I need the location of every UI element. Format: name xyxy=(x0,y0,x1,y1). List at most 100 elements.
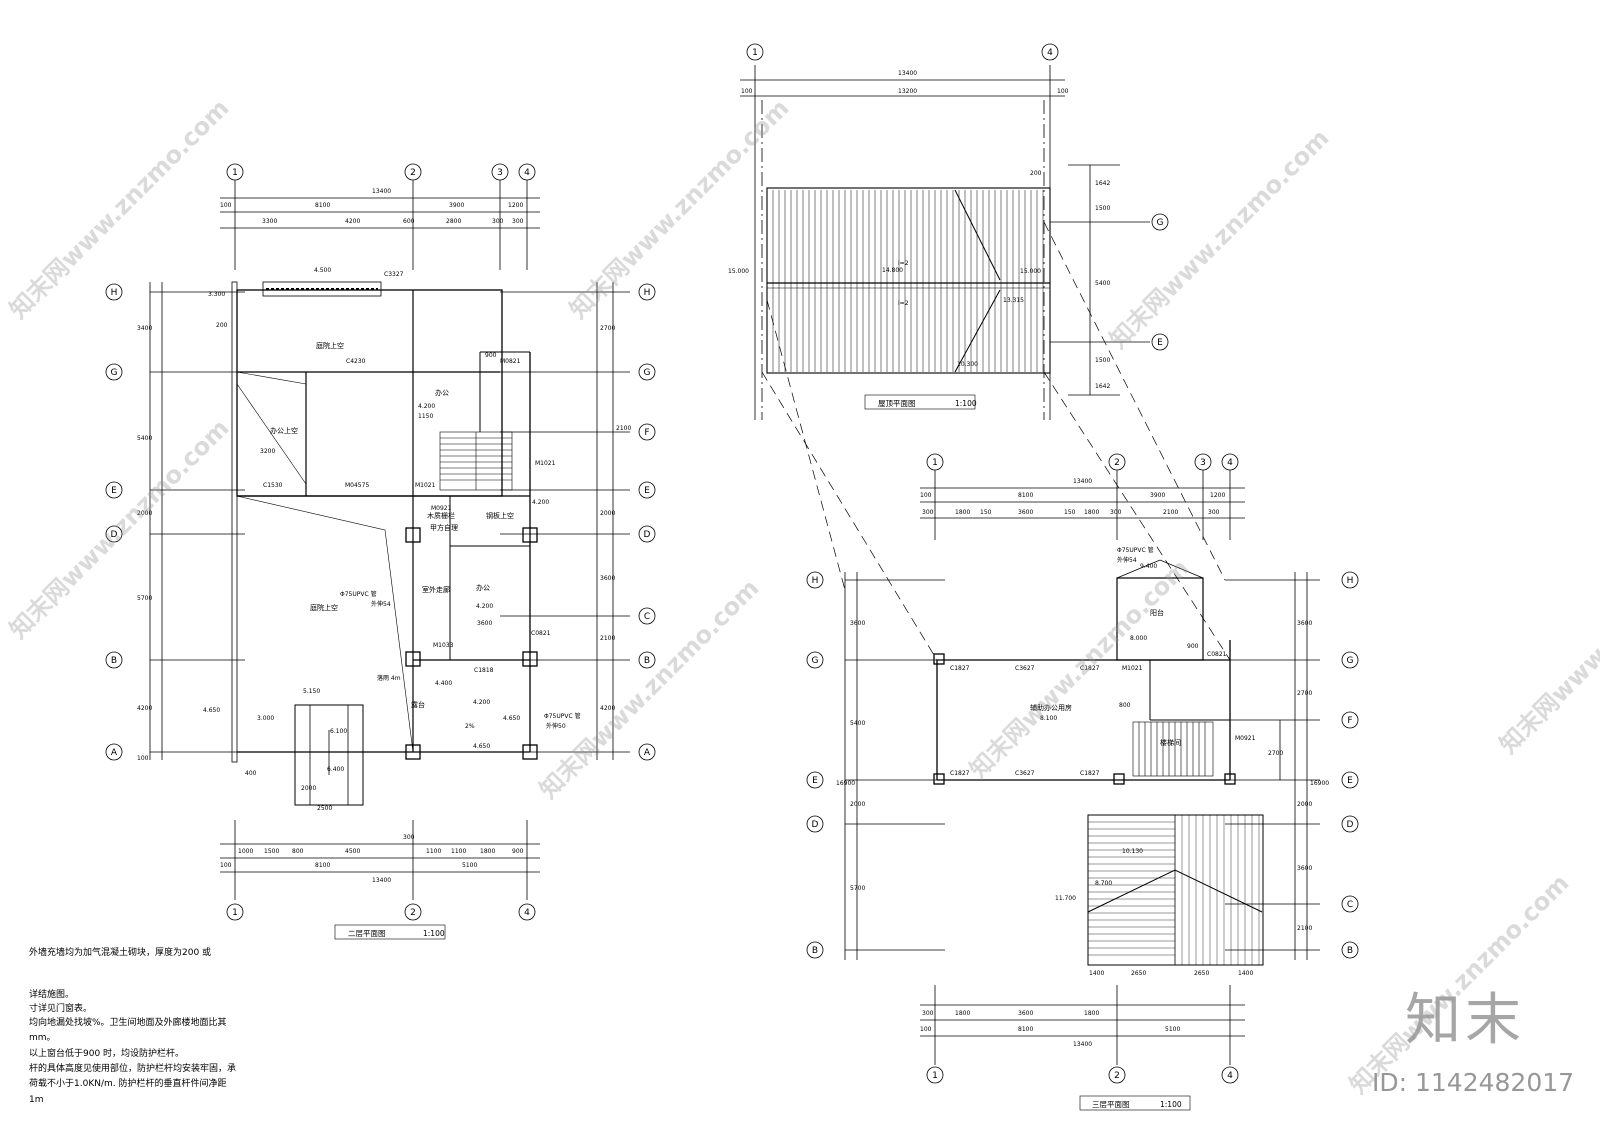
second-level-10: 4.650 xyxy=(203,707,220,714)
axis-bubble-circle xyxy=(1108,1066,1126,1084)
axis-bubble-circle xyxy=(491,163,509,181)
third-bottom-dim-total: 13400 xyxy=(1073,1041,1092,1048)
axis-bubble-2: 2 xyxy=(404,903,422,921)
axis-bubble-circle xyxy=(638,283,656,301)
second-level-6: 4.200 xyxy=(532,499,549,506)
axis-bubble-G: G xyxy=(105,363,123,381)
axis-bubble-G: G xyxy=(1341,651,1359,669)
third-right-dim-4: 16900 xyxy=(1310,780,1329,787)
third-right-dim-5: 2000 xyxy=(1297,801,1312,808)
second-dim-s6: 300 xyxy=(512,218,524,225)
roof-dim-v3: 5400 xyxy=(1095,280,1110,287)
second-dim-2000: 2000 xyxy=(301,785,316,792)
third-dim-edge: 100 xyxy=(920,492,932,499)
axis-bubble-circle xyxy=(404,903,422,921)
second-dim-200: 200 xyxy=(216,322,228,329)
axis-bubble-label: H xyxy=(812,576,819,586)
third-roof-dim-1: 1400 xyxy=(1089,970,1104,977)
second-right-dim-5: 2100 xyxy=(600,635,615,642)
second-bottom-dim-8: 1800 xyxy=(480,848,495,855)
axis-bubble-label: F xyxy=(644,428,649,438)
second-dim-3600: 3600 xyxy=(477,620,492,627)
axis-bubble-H: H xyxy=(1341,571,1359,589)
second-dim-s4: 2800 xyxy=(446,218,461,225)
third-code-7: C1827 xyxy=(950,770,970,777)
second-code-10: C1818 xyxy=(474,667,494,674)
second-room-corridor: 室外走廊 xyxy=(422,585,450,594)
second-code-11: M1021 xyxy=(535,460,556,467)
second-bottom-dim-total: 13400 xyxy=(372,877,391,884)
axis-bubble-label: G xyxy=(1347,656,1354,666)
axis-bubble-circle xyxy=(1221,453,1239,471)
second-left-dim-6: 100 xyxy=(137,755,149,762)
third-bottom-dim-2: 1800 xyxy=(955,1010,970,1017)
axis-bubble-circle xyxy=(1221,1066,1239,1084)
roof-slope-1: i=2 xyxy=(898,260,909,267)
third-left-dim-1: 3600 xyxy=(850,620,865,627)
third-pipe: Φ75UPVC 管 xyxy=(1117,546,1154,554)
axis-bubble-circle xyxy=(105,363,123,381)
third-level-5: 10.130 xyxy=(1122,848,1143,855)
third-right-dim-2: 2700 xyxy=(1297,690,1312,697)
axis-bubble-D: D xyxy=(1341,815,1359,833)
axis-bubble-label: H xyxy=(1347,576,1354,586)
roof-dim-inner: 13200 xyxy=(898,88,917,95)
axis-bubble-circle xyxy=(1151,213,1169,231)
axis-bubble-circle xyxy=(806,771,824,789)
third-top-dim-9: 300 xyxy=(1208,509,1220,516)
axis-bubble-label: B xyxy=(111,656,117,666)
third-bottom-dim-right: 5100 xyxy=(1165,1026,1180,1033)
second-left-dim-1: 3400 xyxy=(137,325,152,332)
axis-bubble-label: C xyxy=(1347,900,1353,910)
second-dim-right: 3900 xyxy=(449,202,464,209)
axis-bubble-B: B xyxy=(105,651,123,669)
second-level-2: 3.300 xyxy=(208,291,225,298)
axis-bubble-label: A xyxy=(644,748,651,758)
axis-bubble-G: G xyxy=(806,651,824,669)
axis-bubble-C: C xyxy=(1341,895,1359,913)
second-code-8: C0821 xyxy=(531,630,551,637)
third-left-dim-4: 2000 xyxy=(850,801,865,808)
roof-plan xyxy=(740,65,1150,420)
second-room-owner-scope: 甲方自理 xyxy=(430,523,458,532)
third-dim-800: 800 xyxy=(1119,702,1131,709)
axis-bubble-circle xyxy=(926,453,944,471)
axis-bubble-F: F xyxy=(638,423,656,441)
axis-bubble-label: B xyxy=(1347,946,1353,956)
second-left-dim-3: 2000 xyxy=(137,510,152,517)
axis-bubble-1: 1 xyxy=(226,903,244,921)
second-plan-title: 二层平面图 xyxy=(348,929,386,938)
axis-bubble-label: E xyxy=(644,486,650,496)
second-level-13: 6.100 xyxy=(330,728,347,735)
axis-bubble-4: 4 xyxy=(518,903,536,921)
second-room-steel-void: 钢板上空 xyxy=(486,511,514,520)
axis-bubble-3: 3 xyxy=(1194,453,1212,471)
roof-dim-edge-left: 100 xyxy=(741,88,753,95)
axis-bubble-E: E xyxy=(638,481,656,499)
axis-bubble-circle xyxy=(638,651,656,669)
third-code-3: C1827 xyxy=(1080,665,1100,672)
second-pipe-2: Φ75UPVC 管 xyxy=(544,712,581,720)
second-pipe-1: Φ75UPVC 管 xyxy=(340,590,377,598)
second-bottom-dim-edge: 100 xyxy=(220,862,232,869)
axis-bubble-1: 1 xyxy=(926,1066,944,1084)
note-8: 杆的具体高度见使用部位，防护栏杆均安装牢固，承 xyxy=(29,1064,237,1074)
third-code-5: C0821 xyxy=(1207,651,1227,658)
roof-dim-v4: 1500 xyxy=(1095,357,1110,364)
second-code-7: M0921 xyxy=(431,505,452,512)
third-top-dim-2: 1800 xyxy=(955,509,970,516)
second-left-dim-2: 5400 xyxy=(137,435,152,442)
second-level-14: 6.400 xyxy=(327,766,344,773)
second-bottom-dim-3: 800 xyxy=(292,848,304,855)
second-code-6: M1021 xyxy=(415,482,436,489)
second-dim-s2: 4200 xyxy=(345,218,360,225)
roof-plan-scale: 1:100 xyxy=(955,399,977,408)
second-left-dim-5: 4200 xyxy=(137,705,152,712)
second-room-courtyard-void-1: 庭院上空 xyxy=(316,341,344,350)
second-room-office-2: 办公 xyxy=(476,583,490,592)
axis-bubble-label: F xyxy=(1347,716,1352,726)
axis-bubble-D: D xyxy=(638,525,656,543)
axis-bubble-circle xyxy=(105,743,123,761)
third-right-dim-3: 2700 xyxy=(1268,750,1283,757)
axis-bubble-B: B xyxy=(1341,941,1359,959)
